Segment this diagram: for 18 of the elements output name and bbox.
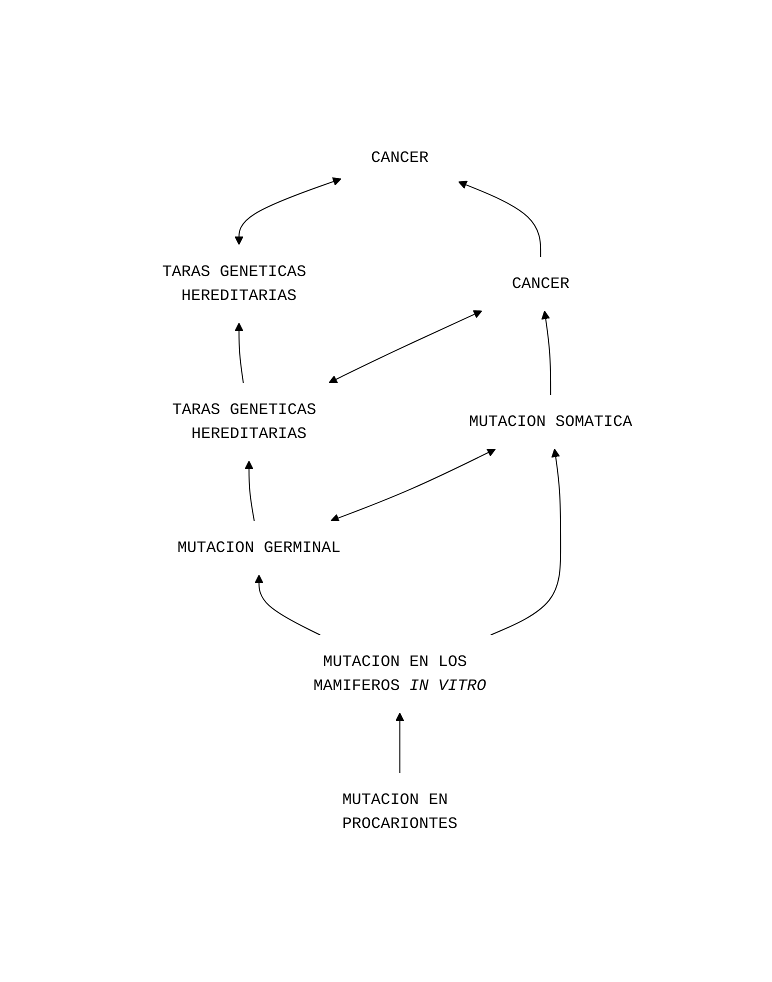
arrow bbox=[396, 712, 405, 774]
node-text: CANCER bbox=[371, 149, 429, 167]
arrow bbox=[244, 460, 256, 522]
node-text: MUTACION GERMINAL bbox=[178, 539, 341, 557]
node-text: CANCER bbox=[512, 275, 570, 293]
arrow bbox=[458, 180, 542, 258]
arrow bbox=[234, 322, 244, 384]
arrow bbox=[234, 177, 342, 245]
arrow bbox=[330, 448, 496, 522]
node-text: MUTACION EN LOS MAMIFEROS IN VITRO bbox=[314, 653, 487, 695]
arrow bbox=[254, 574, 322, 636]
arrow bbox=[328, 310, 483, 384]
node-text: MUTACION EN PROCARIONTES bbox=[342, 791, 458, 833]
arrow bbox=[542, 310, 552, 396]
node-text: MUTACION SOMATICA bbox=[469, 413, 633, 431]
arrow bbox=[490, 448, 562, 636]
node-text: TARAS GENETICAS HEREDITARIAS bbox=[172, 401, 317, 443]
node-text: TARAS GENETICAS HEREDITARIAS bbox=[162, 263, 307, 305]
